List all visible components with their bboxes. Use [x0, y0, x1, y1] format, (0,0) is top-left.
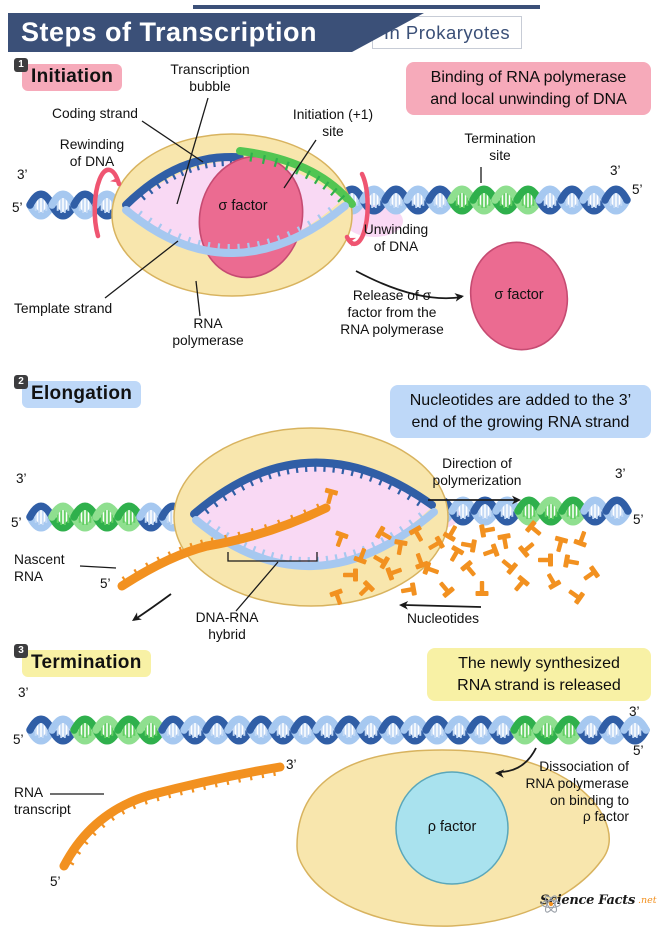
- prime-3-rna-transcript: 3’: [286, 757, 297, 772]
- label-sigma-factor-free: σ factor: [494, 287, 544, 303]
- prime-3-left-s2: 3’: [16, 471, 27, 486]
- prime-5-left-s1: 5’: [12, 200, 23, 215]
- annotation-lines: [50, 97, 537, 795]
- prime-5-right-s2: 5’: [633, 512, 644, 527]
- section-title-elongation: Elongation: [22, 381, 142, 408]
- elongation-diagram: [26, 427, 632, 607]
- prime-5-left-s2: 5’: [11, 515, 22, 530]
- prime-3-left-s3: 3’: [18, 685, 29, 700]
- brand-name: Science Facts: [540, 893, 635, 908]
- note-termination: The newly synthesized RNA strand is rele…: [427, 648, 651, 702]
- section-title-termination: Termination: [22, 650, 151, 677]
- label-initiation-site: Initiation (+1) site: [292, 107, 374, 139]
- label-unwinding-of-dna: Unwinding of DNA: [363, 222, 429, 254]
- label-nascent-rna: Nascent RNA: [14, 552, 65, 584]
- prime-5-right-s1: 5’: [632, 182, 643, 197]
- label-release-sigma: Release of σ factor from the RNA polymer…: [340, 288, 444, 337]
- label-rewinding-of-dna: Rewinding of DNA: [59, 137, 125, 169]
- label-rna-transcript: RNA transcript: [14, 785, 71, 817]
- label-rna-polymerase: RNA polymerase: [172, 316, 244, 348]
- prime-5-nascent-rna: 5’: [100, 576, 111, 591]
- label-dissociation: Dissociation of RNA polymerase on bindin…: [525, 759, 629, 825]
- prime-5-rna-transcript: 5’: [50, 874, 61, 889]
- label-direction-of-polymerization: Direction of polymerization: [432, 456, 522, 488]
- note-initiation: Binding of RNA polymerase and local unwi…: [406, 62, 651, 116]
- label-termination-site: Termination site: [464, 131, 536, 163]
- prime-3-right-s1: 3’: [610, 163, 621, 178]
- label-transcription-bubble: Transcription bubble: [170, 62, 250, 94]
- step-badge-3: 3: [14, 644, 28, 658]
- label-template-strand: Template strand: [14, 301, 113, 316]
- step-badge-1: 1: [14, 58, 28, 72]
- step-badge-2: 2: [14, 375, 28, 389]
- brand-suffix: .net: [637, 895, 657, 906]
- prime-5-right-s3: 5’: [633, 743, 644, 758]
- label-nucleotides: Nucleotides: [406, 611, 480, 626]
- termination-diagram: [26, 715, 650, 927]
- header-accent-line: [193, 5, 540, 9]
- prime-5-left-s3: 5’: [13, 732, 24, 747]
- prime-3-left-s1: 3’: [17, 167, 28, 182]
- note-elongation: Nucleotides are added to the 3’ end of t…: [390, 385, 651, 439]
- label-sigma-factor: σ factor: [218, 198, 268, 214]
- section-title-initiation: Initiation: [22, 64, 123, 91]
- prime-3-right-s2: 3’: [615, 466, 626, 481]
- prime-3-right-s3: 3’: [629, 704, 640, 719]
- label-coding-strand: Coding strand: [52, 106, 138, 121]
- atom-icon: [541, 895, 561, 913]
- label-rho-factor: ρ factor: [427, 819, 477, 835]
- brand-logo: Science Facts .net: [540, 893, 657, 913]
- initiation-diagram: [26, 133, 631, 351]
- label-dna-rna-hybrid: DNA-RNA hybrid: [195, 610, 259, 642]
- page-title: Steps of Transcription: [8, 13, 424, 52]
